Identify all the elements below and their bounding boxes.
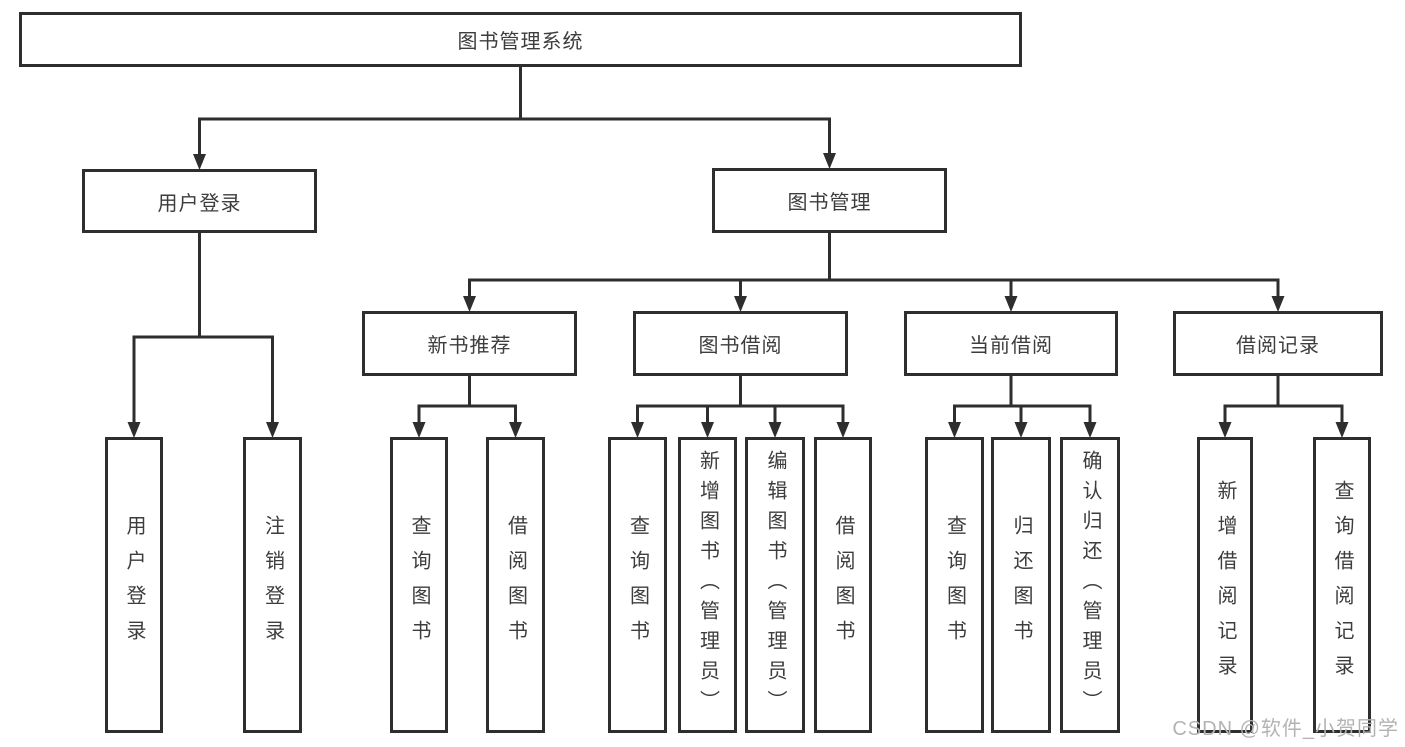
arrowhead (1004, 296, 1018, 312)
node-br-add: 新增借阅记录 (1197, 437, 1253, 733)
arrowhead (1014, 422, 1028, 438)
node-label: 图书借阅 (698, 335, 783, 357)
arrowhead (823, 153, 836, 169)
node-label: 新书推荐 (427, 335, 512, 357)
arrowhead (412, 422, 426, 438)
node-label: 用户登录 (123, 515, 145, 655)
arrowhead (701, 422, 714, 438)
node-label: 新增图书（管理员） (696, 450, 719, 720)
node-label: 借阅图书 (504, 515, 527, 655)
arrowhead (768, 422, 782, 438)
node-bb-edit: 编辑图书（管理员） (745, 437, 805, 733)
csdn-watermark: CSDN @软件_小贺同学 (1172, 718, 1399, 740)
node-new-book-rec: 新书推荐 (362, 311, 577, 376)
arrowhead (463, 296, 476, 312)
node-rec-borrow: 借阅图书 (486, 437, 545, 733)
node-label: 查询图书 (408, 515, 430, 655)
node-label: 图书管理 (787, 192, 872, 214)
node-login-op: 用户登录 (105, 437, 163, 733)
node-label: 用户登录 (157, 192, 242, 215)
node-rec-query: 查询图书 (390, 437, 448, 733)
arrowhead (127, 422, 141, 438)
node-bb-borrow: 借阅图书 (814, 437, 872, 733)
node-label: 借阅图书 (832, 515, 854, 655)
node-label: 当前借阅 (969, 335, 1053, 357)
node-bb-query: 查询图书 (608, 437, 667, 733)
node-label: 查询图书 (943, 515, 966, 655)
arrowhead (1083, 422, 1097, 438)
node-br-query: 查询借阅记录 (1313, 437, 1371, 733)
arrowhead (1271, 296, 1285, 312)
node-cb-query: 查询图书 (925, 437, 984, 733)
node-label: 借阅记录 (1236, 335, 1320, 357)
node-label: 查询借阅记录 (1331, 480, 1353, 690)
arrowhead (836, 422, 850, 438)
node-label: 查询图书 (626, 515, 649, 655)
arrowhead (948, 422, 961, 438)
node-borrow-records: 借阅记录 (1173, 311, 1383, 376)
node-user-login: 用户登录 (82, 169, 317, 233)
node-label: 注销登录 (261, 515, 284, 655)
arrowhead (509, 422, 522, 438)
node-label: 新增借阅记录 (1214, 480, 1236, 690)
node-label: 归还图书 (1010, 515, 1032, 655)
node-book-borrow: 图书借阅 (633, 311, 848, 376)
arrowhead (266, 422, 279, 438)
node-root: 图书管理系统 (19, 12, 1022, 67)
arrowhead (631, 422, 644, 438)
arrowhead (734, 296, 747, 312)
node-bb-add: 新增图书（管理员） (678, 437, 737, 733)
node-cb-confirm: 确认归还（管理员） (1060, 437, 1120, 733)
arrowhead (1335, 422, 1349, 438)
node-book-mgmt: 图书管理 (712, 168, 947, 233)
arrowhead (193, 154, 206, 170)
node-label: 编辑图书（管理员） (764, 450, 786, 720)
node-logout-op: 注销登录 (243, 437, 302, 733)
arrowhead (1218, 422, 1232, 438)
node-current-borrow: 当前借阅 (904, 311, 1118, 376)
node-label: 确认归还（管理员） (1079, 450, 1101, 720)
node-cb-return: 归还图书 (991, 437, 1051, 733)
node-label: 图书管理系统 (457, 31, 584, 53)
